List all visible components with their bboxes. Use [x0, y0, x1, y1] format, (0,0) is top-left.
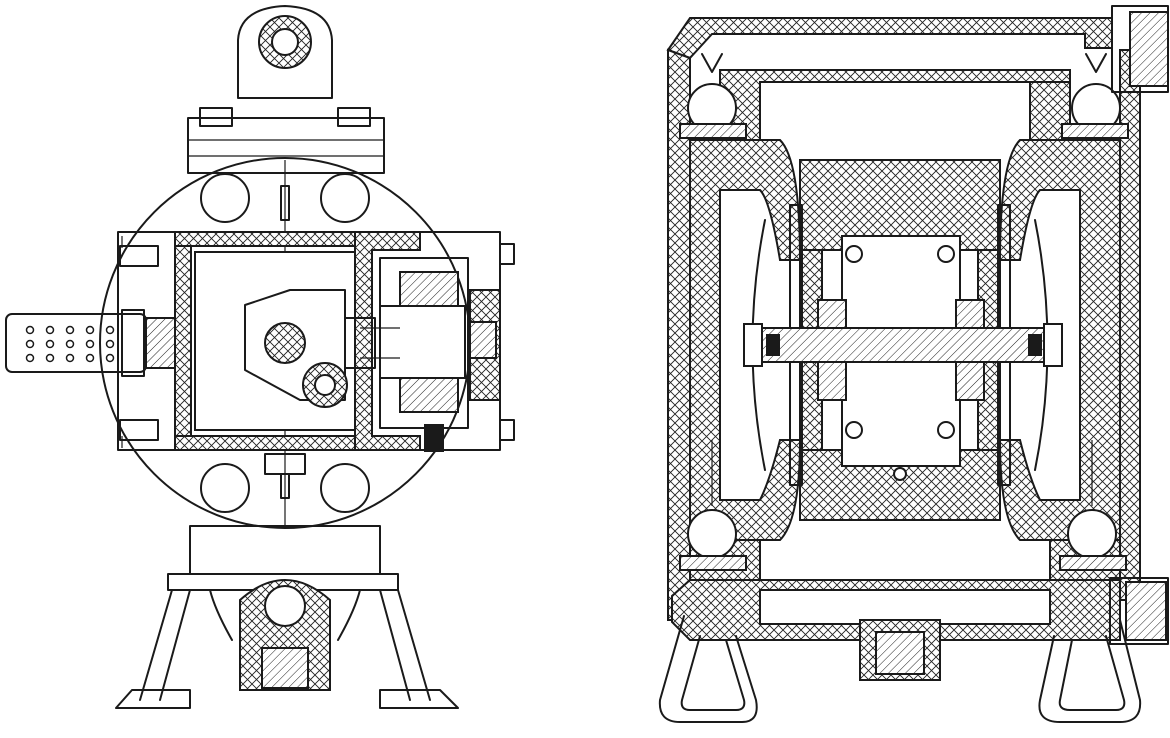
top-manifold	[187, 107, 385, 174]
top-check-valves	[679, 53, 1129, 139]
pilot-assembly	[244, 289, 400, 408]
side-view	[658, 5, 1169, 723]
base-stand	[115, 525, 459, 709]
feet	[658, 615, 1142, 723]
discharge-port	[1111, 5, 1169, 93]
drain-plug	[859, 619, 941, 681]
discharge-manifold	[666, 17, 1113, 60]
lifting-eye	[237, 5, 333, 99]
bottom-check-valves	[679, 440, 1127, 581]
housing-ports	[200, 173, 370, 513]
muffler	[5, 309, 179, 377]
inlet-port	[1109, 577, 1169, 645]
end-view	[5, 5, 515, 709]
diaphragm-shaft	[743, 323, 1063, 367]
